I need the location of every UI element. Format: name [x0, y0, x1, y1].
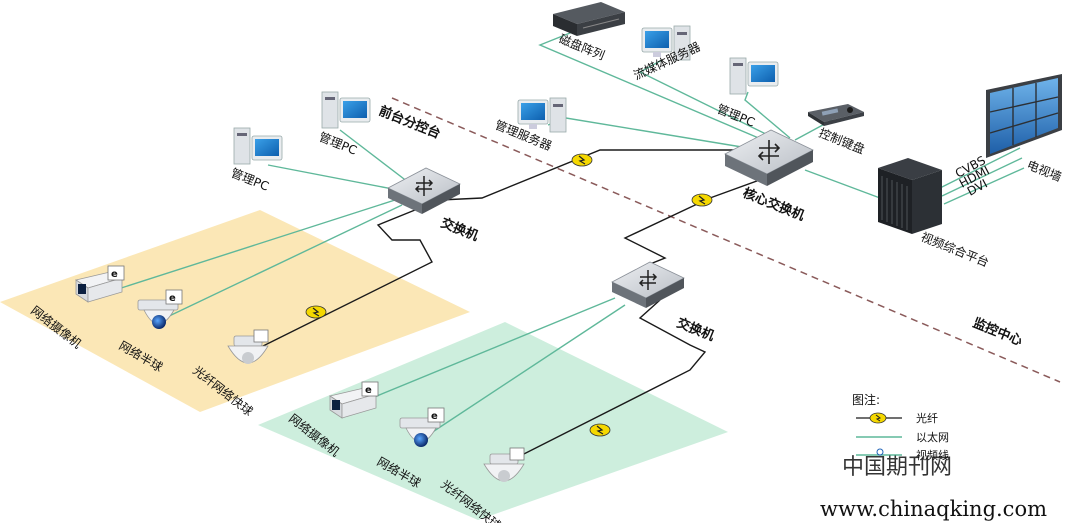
disk-array-label: 磁盘阵列	[557, 31, 607, 63]
legend-fiber-marker	[869, 412, 887, 424]
fiber-marker	[691, 193, 713, 207]
keyboard-icon	[808, 104, 864, 126]
dome-a-icon: e	[137, 289, 183, 329]
zone-a	[0, 210, 470, 412]
speed-dome-a-icon	[227, 329, 269, 364]
front-console-label: 前台分控台	[377, 103, 443, 142]
mgmt-pc-left-label: 管理PC	[229, 165, 271, 194]
dome-b-icon: e	[399, 407, 445, 447]
watermark-cn: 中国期刊网	[842, 455, 952, 480]
mgmt-pc-left-icon	[233, 127, 283, 165]
mgmt-pc-top-icon	[729, 57, 779, 95]
svg-text:e: e	[111, 269, 118, 280]
core-switch-icon	[724, 129, 814, 186]
network-camera-a-icon: e	[75, 265, 125, 303]
streaming-server-icon	[641, 25, 691, 61]
legend-ethernet-label: 以太网	[916, 431, 949, 444]
fiber-lines	[254, 149, 766, 463]
switch-2-icon	[611, 261, 685, 308]
tv-wall-icon	[986, 74, 1062, 158]
video-platform-icon	[878, 158, 942, 234]
tv-wall-label: 电视墙	[1025, 157, 1064, 184]
core-switch-label: 核心交换机	[741, 185, 807, 224]
speed-dome-b-icon	[483, 447, 525, 482]
disk-array-icon	[553, 2, 625, 36]
legend: 图注: 光纤 以太网 视频线	[852, 392, 949, 462]
monitor-center-divider	[391, 97, 1061, 383]
fiber-marker	[571, 153, 593, 167]
svg-text:e: e	[169, 293, 176, 304]
legend-fiber-label: 光纤	[916, 411, 938, 425]
fiber-marker	[589, 423, 611, 437]
keyboard-label: 控制键盘	[817, 125, 867, 157]
fiber-marker	[305, 305, 327, 319]
mgmt-pc-mid-icon	[321, 91, 371, 129]
zone-b	[258, 322, 728, 520]
switch-1-icon	[387, 167, 461, 214]
legend-video-label: 视频线	[916, 448, 949, 462]
legend-title: 图注:	[852, 392, 880, 407]
svg-text:e: e	[365, 385, 372, 396]
mgmt-pc-mid-label: 管理PC	[317, 129, 359, 158]
svg-text:e: e	[431, 411, 438, 422]
mgmt-server-icon	[517, 97, 567, 133]
video-platform-label: 视频综合平台	[919, 229, 991, 270]
monitor-center-label: 监控中心	[971, 315, 1025, 349]
switch-1-label: 交换机	[439, 215, 481, 244]
network-camera-b-icon: e	[329, 381, 379, 419]
fiber-markers	[305, 153, 713, 437]
watermark-url: www.chinaqking.com	[820, 497, 1047, 521]
